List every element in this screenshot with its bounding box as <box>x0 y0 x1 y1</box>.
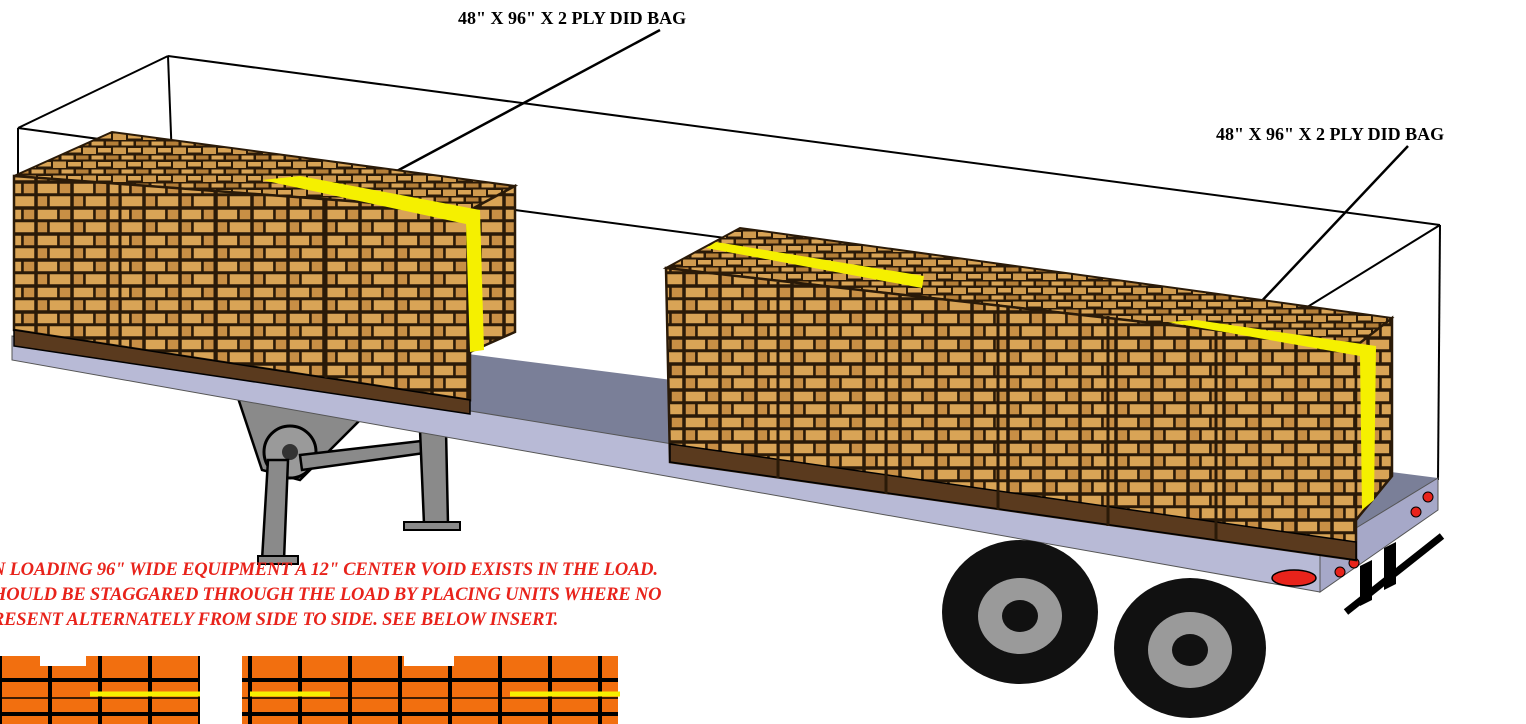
loading-note-line-2: HOULD BE STAGGARED THROUGH THE LOAD BY P… <box>0 585 661 606</box>
loading-note-line-3: RESENT ALTERNATELY FROM SIDE TO SIDE. SE… <box>0 610 558 631</box>
stagger-insert <box>0 656 620 724</box>
bag-label-right: 48" X 96" X 2 PLY DID BAG <box>1216 124 1444 145</box>
leader-line-left <box>395 30 660 172</box>
leader-line-right <box>1258 146 1408 305</box>
bag-label-left: 48" X 96" X 2 PLY DID BAG <box>458 8 686 29</box>
loading-note-line-1: N LOADING 96" WIDE EQUIPMENT A 12" CENTE… <box>0 560 658 581</box>
